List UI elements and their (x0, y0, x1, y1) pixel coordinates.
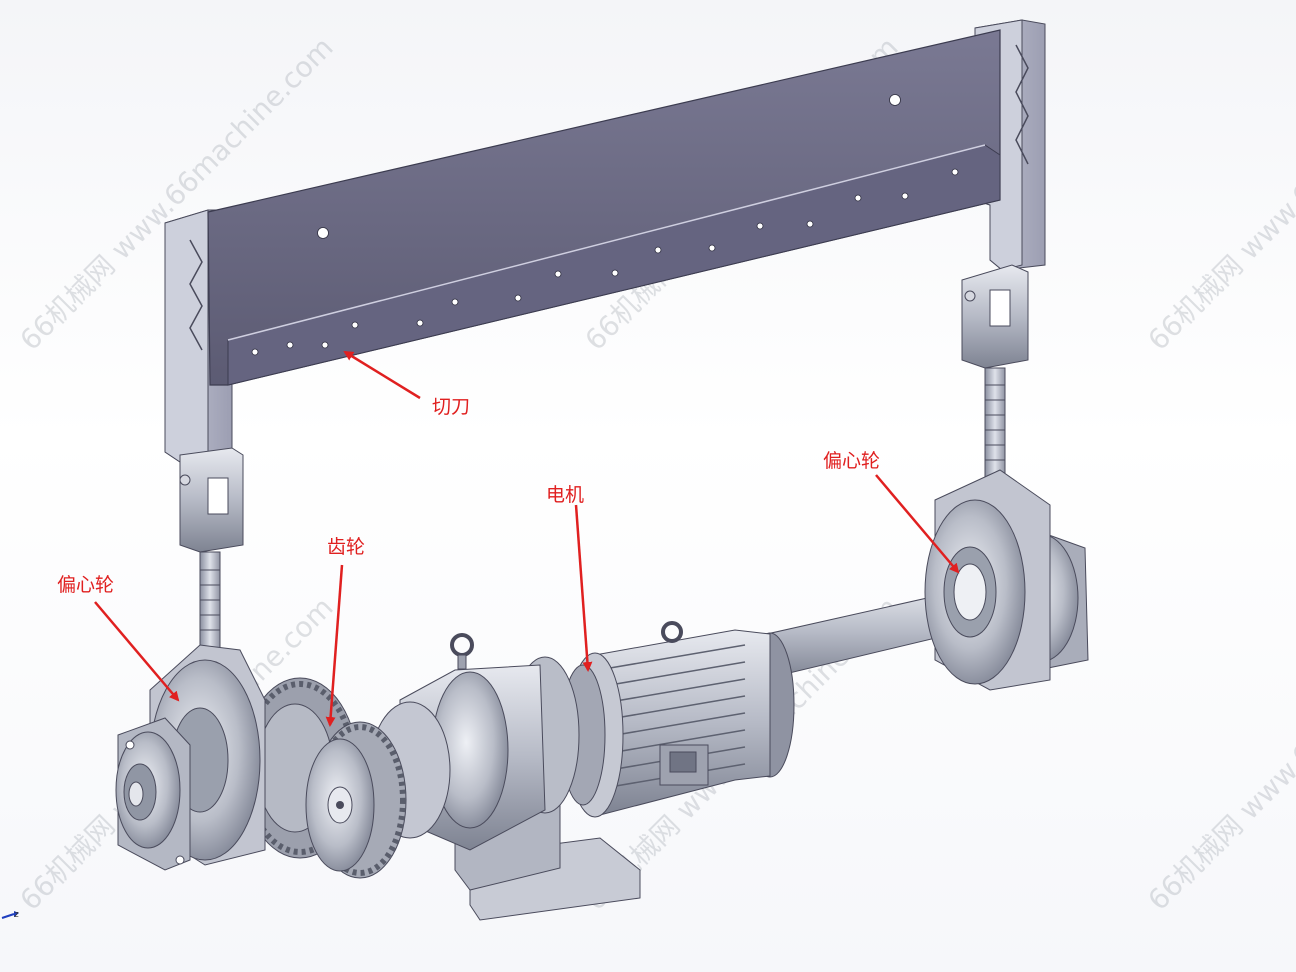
connecting-rod-right (961, 264, 1029, 479)
cutter-frame (164, 19, 1046, 463)
axis-label: z (14, 910, 19, 920)
arrow-cutter (343, 350, 421, 400)
gear-front (305, 721, 407, 879)
label-cutter: 切刀 (432, 396, 471, 418)
eccentric-wheel-right (924, 469, 1089, 691)
arrow-motor (574, 504, 593, 672)
connecting-rod-left (179, 447, 244, 653)
annotation-arrows (94, 350, 960, 727)
arrow-eccentric-left (94, 601, 180, 702)
eccentric-wheel-left (115, 644, 266, 871)
arrow-eccentric-right (875, 474, 960, 574)
axis-triad-icon (1, 911, 19, 919)
label-motor: 电机 (546, 484, 585, 506)
label-gear: 齿轮 (327, 536, 366, 558)
label-eccentric-left: 偏心轮 (57, 574, 115, 596)
motor (560, 621, 795, 818)
arrow-gear (325, 564, 344, 727)
label-eccentric-right: 偏心轮 (823, 450, 881, 472)
